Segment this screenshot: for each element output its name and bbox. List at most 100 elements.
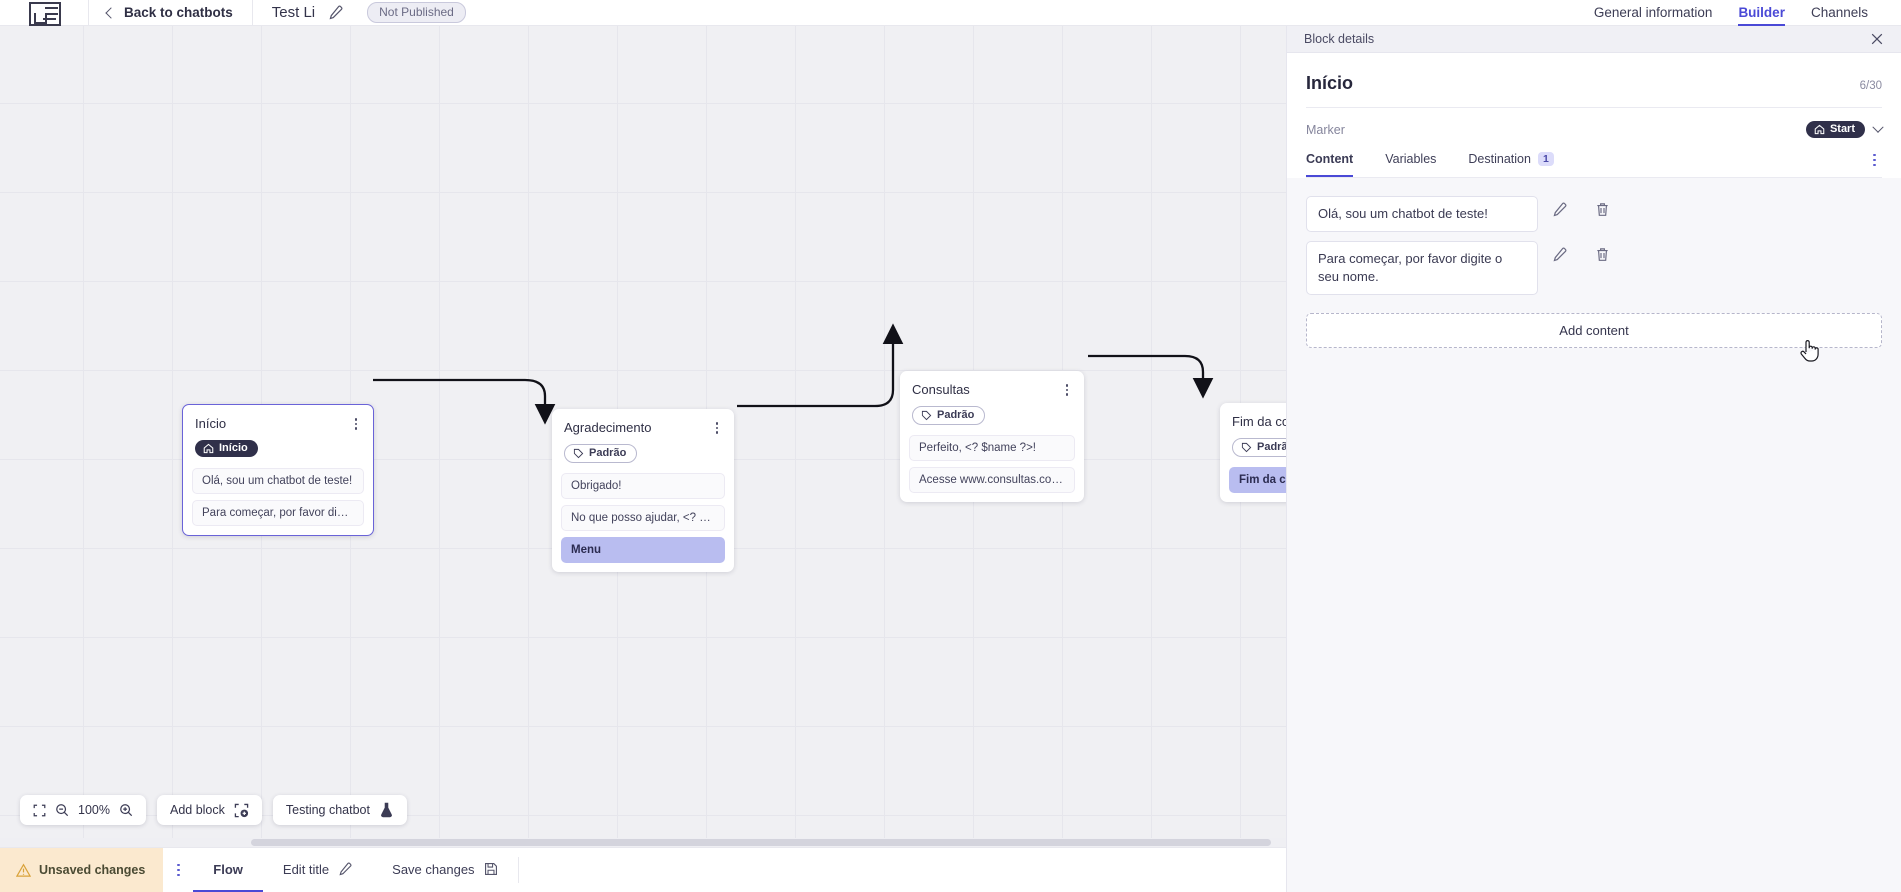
content-list: Olá, sou um chatbot de teste! Para começ… — [1287, 178, 1901, 295]
content-text[interactable]: Olá, sou um chatbot de teste! — [1306, 196, 1538, 232]
block-details-panel: Block details Início 6/30 Marker Start — [1286, 26, 1901, 892]
node-message-menu[interactable]: Fim da conversa — [1229, 467, 1286, 493]
back-to-chatbots-link[interactable]: Back to chatbots — [105, 5, 233, 20]
node-marker-chip: Padrão — [912, 406, 986, 425]
node-menu-button[interactable] — [1060, 383, 1074, 397]
content-text[interactable]: Para começar, por favor digite o seu nom… — [1306, 240, 1538, 295]
edit-title-button[interactable]: Edit title — [263, 848, 372, 892]
save-changes-button[interactable]: Save changes — [372, 848, 517, 892]
testing-chatbot-label: Testing chatbot — [285, 803, 370, 817]
zoom-in-icon[interactable] — [119, 803, 133, 817]
edit-content-icon[interactable] — [1538, 202, 1580, 217]
panel-header: Block details — [1287, 26, 1901, 53]
node-menu-button[interactable] — [349, 417, 363, 431]
node-title: Agradecimento — [564, 420, 652, 435]
tab-builder[interactable]: Builder — [1738, 5, 1785, 26]
zoom-out-icon[interactable] — [55, 803, 69, 817]
flow-edges — [373, 323, 1214, 425]
node-header: Consultas — [900, 371, 1084, 397]
content-item: Para começar, por favor digite o seu nom… — [1306, 240, 1882, 295]
node-message[interactable]: No que posso ajudar, <? $name ... — [561, 505, 725, 531]
flow-node-consultas[interactable]: Consultas Padrão Perfeito, <? $name ?>! … — [900, 371, 1084, 502]
node-messages: Fim da conversa — [1220, 467, 1286, 493]
node-menu-button[interactable] — [710, 421, 724, 435]
node-message[interactable]: Acesse www.consultas.com par... — [909, 467, 1075, 493]
top-tabs: General information Builder Channels — [1594, 0, 1868, 26]
flow-node-fim-da-conversa[interactable]: Fim da conversa Padrão Fim da conversa — [1220, 403, 1286, 502]
status-badge: Not Published — [367, 2, 466, 23]
zoom-level-label: 100% — [78, 803, 110, 817]
unsaved-changes-label: Unsaved changes — [39, 863, 146, 877]
tab-channels[interactable]: Channels — [1810, 4, 1868, 20]
add-content-button[interactable]: Add content — [1306, 312, 1882, 348]
unsaved-changes-banner: Unsaved changes — [0, 848, 164, 892]
node-messages: Obrigado! No que posso ajudar, <? $name … — [552, 473, 734, 563]
panel-tabs: Content Variables Destination 1 — [1306, 152, 1882, 178]
marker-row: Marker Start — [1306, 108, 1884, 152]
node-marker-chip: Padrão — [1232, 438, 1286, 457]
character-count: 6/30 — [1859, 80, 1882, 92]
content-actions — [1538, 241, 1624, 262]
panel-menu-button[interactable] — [1873, 153, 1876, 176]
flow-node-inicio[interactable]: Início Início Olá, sou um chatbot de tes… — [182, 404, 374, 536]
panel-title-row: Início 6/30 — [1306, 53, 1882, 108]
save-icon — [484, 863, 497, 875]
panel-tab-content[interactable]: Content — [1306, 152, 1354, 177]
node-title: Início — [195, 416, 227, 431]
bottom-bar: Unsaved changes Flow Edit title Save cha… — [0, 847, 1286, 892]
fit-screen-icon[interactable] — [33, 804, 46, 817]
divider — [88, 0, 89, 26]
delete-content-icon[interactable] — [1580, 247, 1624, 262]
node-marker-chip-label: Início — [219, 442, 248, 454]
marker-select[interactable]: Start — [1805, 121, 1884, 138]
node-message[interactable]: Perfeito, <? $name ?>! — [909, 435, 1075, 461]
flow-canvas[interactable]: Início Início Olá, sou um chatbot de tes… — [0, 26, 1286, 847]
node-header: Agradecimento — [552, 409, 734, 435]
scrollbar-thumb[interactable] — [251, 839, 1271, 846]
edit-title-label: Edit title — [282, 861, 330, 877]
save-changes-label: Save changes — [392, 861, 475, 877]
panel-tab-variables[interactable]: Variables — [1385, 152, 1436, 177]
edit-pencil-icon[interactable] — [328, 5, 343, 20]
edit-content-icon[interactable] — [1538, 247, 1580, 262]
top-bar: Back to chatbots Test Li Not Published G… — [0, 0, 1901, 26]
node-message[interactable]: Obrigado! — [561, 473, 725, 499]
tab-general-information[interactable]: General information — [1593, 4, 1713, 20]
content-item: Olá, sou um chatbot de teste! — [1306, 196, 1882, 232]
node-messages: Olá, sou um chatbot de teste! Para começ… — [183, 468, 373, 526]
block-name: Início — [1306, 73, 1354, 93]
node-message[interactable]: Para começar, por favor digite o ... — [192, 500, 364, 526]
destination-count-badge: 1 — [1537, 152, 1554, 166]
add-block-icon — [234, 803, 249, 818]
testing-chatbot-button[interactable]: Testing chatbot — [272, 795, 407, 825]
close-icon[interactable] — [1870, 32, 1884, 46]
panel-tab-variables-label: Variables — [1385, 152, 1437, 166]
warning-icon — [16, 862, 31, 877]
tag-icon — [573, 448, 584, 459]
node-messages: Perfeito, <? $name ?>! Acesse www.consul… — [900, 435, 1084, 493]
content-actions — [1538, 196, 1624, 217]
node-marker-chip-label: Padrão — [589, 447, 627, 459]
divider — [517, 857, 519, 883]
back-to-chatbots-label: Back to chatbots — [124, 5, 233, 20]
flow-node-agradecimento[interactable]: Agradecimento Padrão Obrigado! No que po… — [552, 409, 734, 572]
delete-content-icon[interactable] — [1580, 202, 1624, 217]
add-block-button[interactable]: Add block — [156, 795, 262, 825]
node-message[interactable]: Olá, sou um chatbot de teste! — [192, 468, 364, 494]
app-logo-icon[interactable] — [28, 0, 62, 26]
bottom-menu-button[interactable] — [163, 848, 193, 892]
canvas-horizontal-scrollbar[interactable] — [0, 838, 1286, 847]
node-marker-chip-label: Padrão — [937, 409, 975, 421]
tag-icon — [1241, 442, 1252, 453]
panel-body: Início 6/30 Marker Start Content — [1287, 53, 1901, 178]
node-title: Consultas — [912, 382, 970, 397]
marker-value-chip: Start — [1805, 121, 1865, 138]
flask-icon — [379, 802, 394, 818]
node-marker-chip: Padrão — [564, 444, 638, 463]
divider — [251, 0, 253, 26]
marker-value-label: Start — [1829, 123, 1855, 135]
node-message-menu[interactable]: Menu — [561, 537, 725, 563]
panel-tab-destination[interactable]: Destination 1 — [1468, 152, 1554, 177]
tab-flow[interactable]: Flow — [193, 848, 263, 892]
